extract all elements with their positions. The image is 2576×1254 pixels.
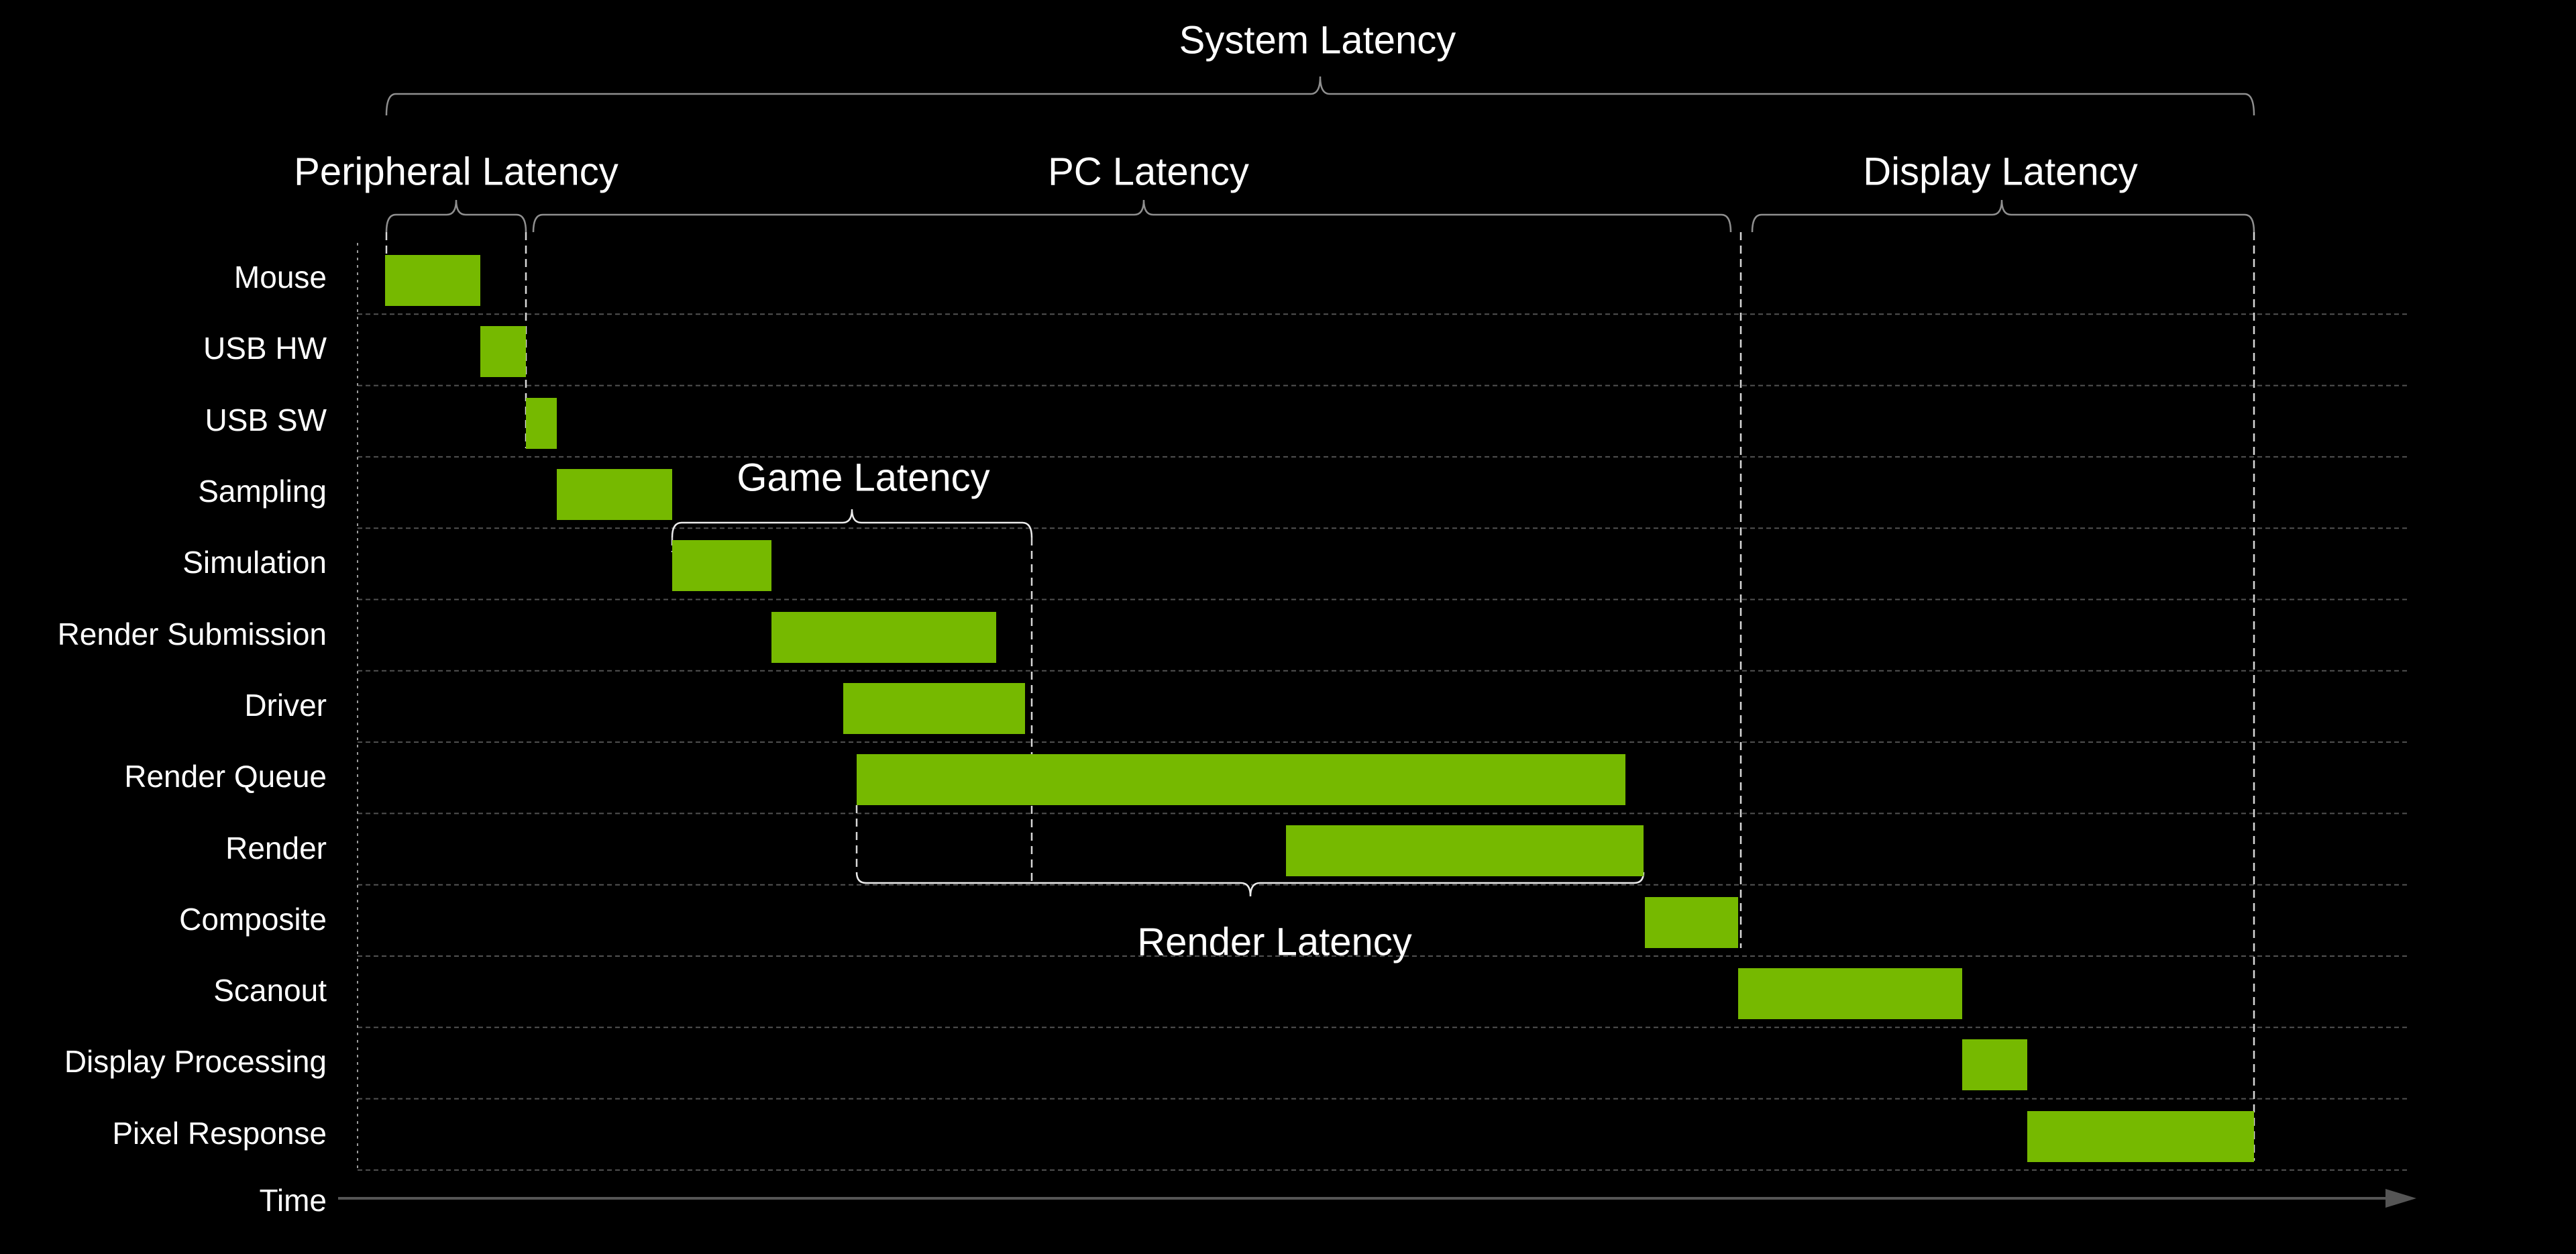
bar-composite bbox=[1645, 896, 1738, 948]
row-label-render-submission: Render Submission bbox=[57, 616, 327, 651]
bracket-pc bbox=[532, 199, 1732, 233]
label-game: Game Latency bbox=[737, 456, 990, 500]
bar-pixel-response bbox=[2027, 1110, 2254, 1162]
bracket-system bbox=[385, 76, 2255, 116]
label-render: Render Latency bbox=[1137, 920, 1412, 964]
bracket-peripheral bbox=[385, 199, 527, 233]
label-system: System Latency bbox=[1179, 18, 1456, 62]
row-label-simulation: Simulation bbox=[182, 545, 327, 580]
row-label-render-queue: Render Queue bbox=[124, 759, 327, 794]
bar-render-queue bbox=[857, 754, 1625, 806]
row-label-pixel-response: Pixel Response bbox=[112, 1115, 327, 1151]
bar-mouse bbox=[385, 255, 480, 306]
row-label-scanout: Scanout bbox=[213, 972, 327, 1008]
label-display: Display Latency bbox=[1863, 150, 2138, 194]
row-label-display-processing: Display Processing bbox=[64, 1044, 327, 1080]
bracket-display bbox=[1751, 199, 2255, 233]
bar-simulation bbox=[672, 540, 771, 592]
bar-render-submission bbox=[771, 611, 996, 663]
bar-sampling bbox=[557, 468, 672, 520]
bar-driver bbox=[843, 682, 1025, 734]
bar-display-processing bbox=[1962, 1039, 2027, 1091]
bracket-render bbox=[855, 872, 1645, 897]
bracket-game bbox=[671, 509, 1033, 538]
label-pc: PC Latency bbox=[1048, 150, 1249, 194]
bar-render bbox=[1286, 825, 1644, 877]
bar-usb-hw bbox=[480, 326, 526, 378]
row-label-usb-hw: USB HW bbox=[203, 331, 327, 366]
bar-scanout bbox=[1738, 968, 1962, 1019]
row-label-composite: Composite bbox=[179, 901, 327, 937]
bar-usb-sw bbox=[526, 397, 557, 449]
row-label-mouse: Mouse bbox=[233, 259, 327, 295]
row-label-usb-sw: USB SW bbox=[205, 402, 327, 437]
label-peripheral: Peripheral Latency bbox=[294, 150, 619, 194]
time-axis-arrowhead bbox=[2385, 1189, 2416, 1208]
row-label-render: Render bbox=[225, 830, 327, 866]
time-axis-label: Time bbox=[259, 1182, 327, 1218]
row-label-driver: Driver bbox=[244, 687, 327, 723]
row-label-sampling: Sampling bbox=[198, 473, 327, 509]
